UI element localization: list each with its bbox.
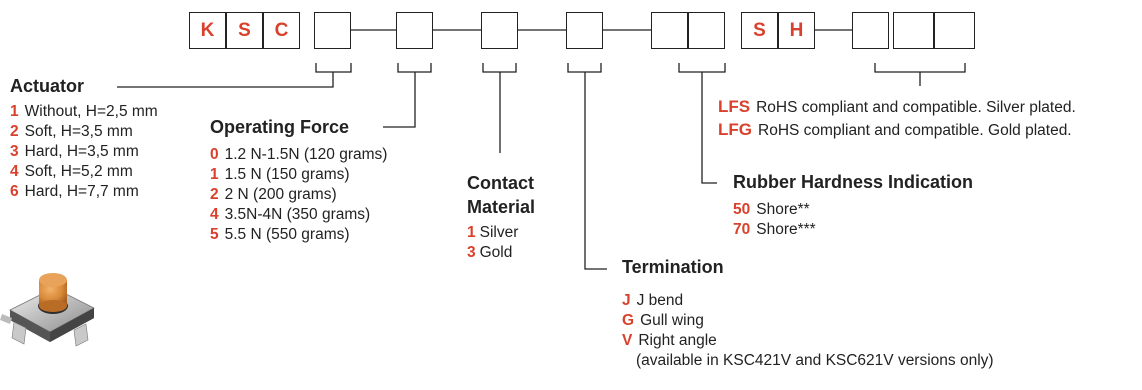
part-box-termination [566,12,603,49]
part-box-1: K [189,12,226,49]
termination-title: Termination [622,257,724,277]
part-box-h: H [778,12,815,49]
part-box-pkg-2 [893,12,934,49]
part-box-pkg-3 [934,12,975,49]
part-box-s: S [741,12,778,49]
part-box-force [396,12,433,49]
part-box-actuator [314,12,351,49]
part-box-hardness-1 [651,12,688,49]
termination-note: (available in KSC421V and KSC621V versio… [636,352,994,369]
operating-force-title: Operating Force [210,117,350,137]
contact-material-title-1: Contact [467,173,534,193]
part-box-contact [481,12,518,49]
part-box-2: S [226,12,263,49]
actuator-title: Actuator [10,76,85,96]
contact-material-title-2: Material [467,197,536,217]
part-box-hardness-2 [688,12,725,49]
part-box-pkg-1 [852,12,889,49]
rubber-hardness-title: Rubber Hardness Indication [733,172,974,192]
switch-product-image [0,273,95,347]
part-box-3: C [263,12,300,49]
